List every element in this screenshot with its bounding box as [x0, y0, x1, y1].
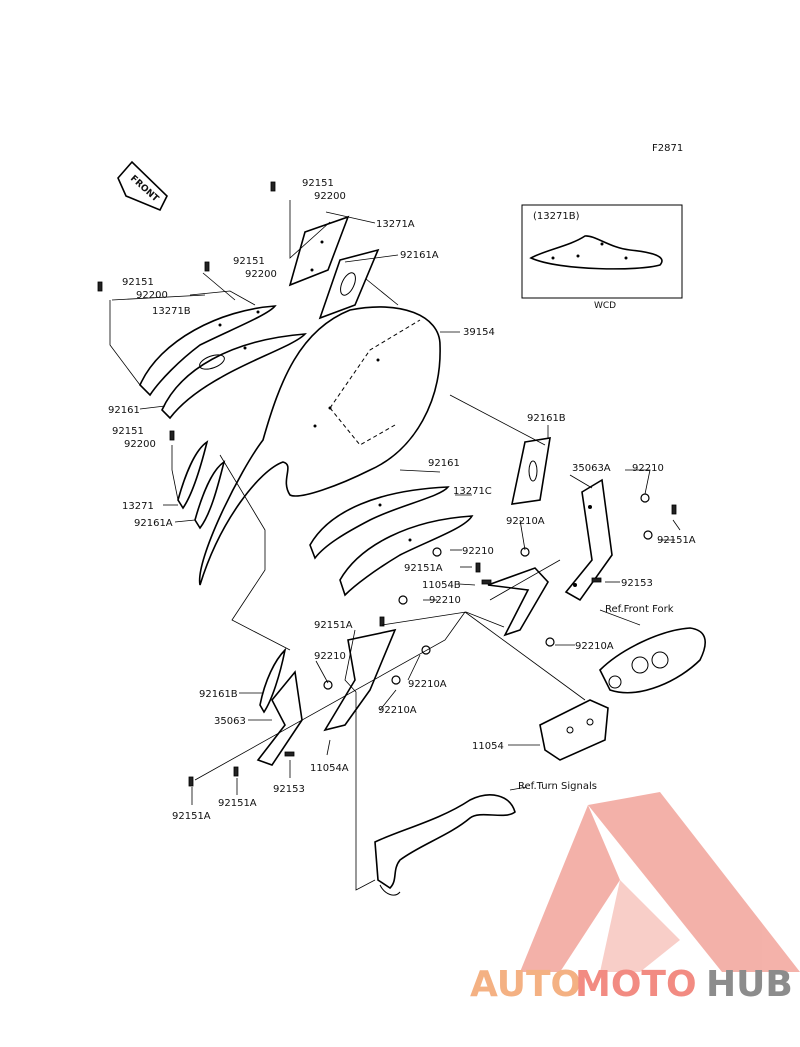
- part-label: 92200: [124, 439, 156, 450]
- part-label: 92151A: [657, 535, 696, 546]
- figure-code: F2871: [652, 143, 683, 154]
- pad-92161B-left: [259, 647, 287, 714]
- part-label: 92151A: [314, 620, 353, 631]
- part-label: 92151A: [404, 563, 443, 574]
- bracket-11054A: [323, 628, 397, 732]
- part-label: 92210A: [408, 679, 447, 690]
- deflector-13271C: [339, 515, 474, 597]
- part-label: 35063A: [572, 463, 611, 474]
- pad-92161A-upper: [318, 248, 380, 320]
- pad-13271A: [288, 215, 350, 287]
- part-label: 92210: [632, 463, 664, 474]
- windshield-39154: [198, 306, 441, 586]
- deflector-92161-right: [309, 486, 450, 560]
- watermark-part2: MOTO: [575, 964, 697, 1005]
- part-label: 13271: [122, 501, 154, 512]
- part-label: 92151A: [172, 811, 211, 822]
- part-label: 92200: [245, 269, 277, 280]
- bracket-35063: [256, 670, 303, 766]
- inset-caption: WCD: [594, 301, 616, 311]
- watermark-logo: [520, 792, 800, 972]
- part-label: 92210: [462, 546, 494, 557]
- inset-box: (13271B) WCD: [521, 204, 683, 311]
- part-label: 39154: [463, 327, 495, 338]
- side-pad-13271: [177, 440, 209, 510]
- deflector-13271B: [139, 305, 277, 397]
- part-label: 11054B: [422, 580, 461, 591]
- ref-front-fork: Ref.Front Fork: [605, 604, 674, 615]
- watermark-part1: AUTO: [470, 964, 581, 1005]
- part-label: 92151: [112, 426, 144, 437]
- front-fork-clamp: [599, 627, 706, 694]
- leader-lines: [109, 200, 681, 891]
- part-label: 92153: [621, 578, 653, 589]
- part-label: 92210: [429, 595, 461, 606]
- part-label: 92161: [108, 405, 140, 416]
- front-arrow-icon: FRONT: [117, 160, 168, 212]
- fasteners: [97, 181, 677, 787]
- turn-signal-bracket: [374, 794, 516, 896]
- part-label: 92210A: [506, 516, 545, 527]
- bracket-11054: [539, 699, 609, 761]
- part-label: 92210: [314, 651, 346, 662]
- part-label: 13271A: [376, 219, 415, 230]
- part-label: 35063: [214, 716, 246, 727]
- part-label: 11054: [472, 741, 504, 752]
- part-label: 13271C: [453, 486, 492, 497]
- inset-title: (13271B): [533, 211, 580, 222]
- part-label: 92210A: [575, 641, 614, 652]
- part-label: 92200: [136, 290, 168, 301]
- part-label: 92151: [233, 256, 265, 267]
- watermark-text: AUTO MOTO HUB: [470, 964, 793, 1005]
- part-label: 92151A: [218, 798, 257, 809]
- part-label: 92161: [428, 458, 460, 469]
- part-label: 92200: [314, 191, 346, 202]
- part-label: 92161A: [400, 250, 439, 261]
- part-label: 11054A: [310, 763, 349, 774]
- part-label: 92161B: [527, 413, 566, 424]
- part-label: 92151: [122, 277, 154, 288]
- deflector-92161: [161, 333, 307, 420]
- watermark-part3: HUB: [706, 964, 793, 1005]
- ref-turn-signals: Ref.Turn Signals: [518, 781, 597, 792]
- part-labels: 92151 92200 13271A 92161A 92151 92200 92…: [108, 178, 696, 822]
- part-label: 92161A: [134, 518, 173, 529]
- part-label: 92161B: [199, 689, 238, 700]
- part-label: 13271B: [152, 306, 191, 317]
- part-label: 92151: [302, 178, 334, 189]
- part-label: 92153: [273, 784, 305, 795]
- bracket-35063A: [564, 478, 613, 602]
- bracket-11054B: [487, 567, 549, 637]
- pad-92161B-right: [510, 437, 551, 505]
- part-label: 92210A: [378, 705, 417, 716]
